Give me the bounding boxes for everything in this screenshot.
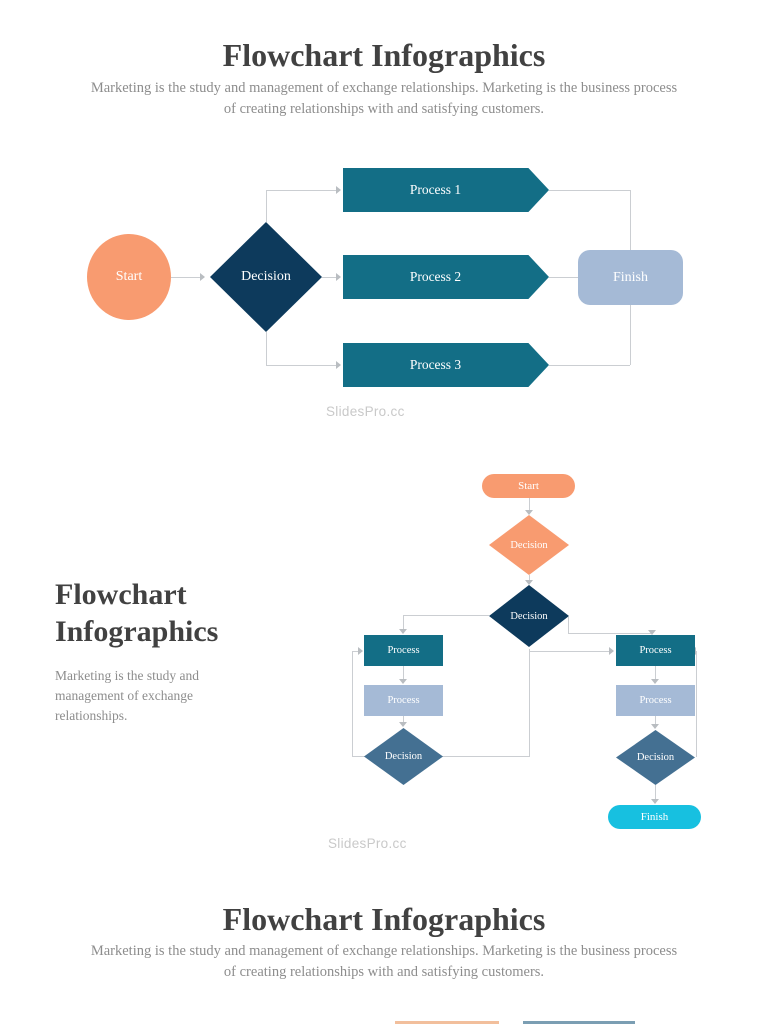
flow2-start-node: Start <box>482 474 575 498</box>
arrowhead-icon <box>651 724 659 729</box>
arrowhead-icon <box>399 679 407 684</box>
connector-line <box>696 651 697 757</box>
connector-line <box>568 633 652 634</box>
connector-line <box>403 666 404 679</box>
flow2-left-process1-node: Process <box>364 635 443 666</box>
bottom-page-subtitle: Marketing is the study and management of… <box>64 941 704 983</box>
connector-line <box>655 716 656 725</box>
bottom-subtitle-line1: Marketing is the study and management of… <box>90 943 678 959</box>
connector-line <box>322 277 336 278</box>
connector-line <box>403 615 489 616</box>
flow2-left-decision-node: Decision <box>364 728 443 785</box>
connector-line <box>529 498 530 511</box>
arrowhead-icon <box>648 630 656 635</box>
flow2-right-decision-node: Decision <box>616 730 695 785</box>
flow2-right-process2-node: Process <box>616 685 695 716</box>
arrowhead-icon <box>336 361 341 369</box>
partial-shape-blue <box>523 1021 635 1024</box>
connector-line <box>442 756 530 757</box>
connector-line <box>352 756 365 757</box>
bottom-page-title: Flowchart Infographics <box>222 901 546 937</box>
heading-line1: Flowchart <box>55 578 187 611</box>
connector-line <box>529 575 530 582</box>
flow1-process2-node: Process 2 <box>343 255 549 299</box>
connector-line <box>529 649 530 756</box>
connector-line <box>549 277 578 278</box>
section-heading: Flowchart Infographics <box>55 576 218 650</box>
arrowhead-icon <box>651 799 659 804</box>
subtitle-line1: Marketing is the study and management of… <box>90 80 678 96</box>
partial-shape-orange <box>395 1021 499 1024</box>
heading-line2: Infographics <box>55 615 219 648</box>
arrowhead-icon <box>336 186 341 194</box>
arrowhead-icon <box>399 629 407 634</box>
connector-line <box>352 651 359 652</box>
arrowhead-icon <box>525 580 533 585</box>
page-subtitle: Marketing is the study and management of… <box>64 78 704 120</box>
connector-line <box>171 277 204 278</box>
arrowhead-icon <box>525 510 533 515</box>
connector-line <box>352 651 353 756</box>
connector-line <box>655 666 656 679</box>
connector-line <box>529 651 610 652</box>
connector-line <box>403 716 404 723</box>
flow2-left-process2-node: Process <box>364 685 443 716</box>
connector-line <box>266 365 337 366</box>
flow2-decision-top-node: Decision <box>489 515 569 575</box>
flow1-finish-node: Finish <box>578 250 683 305</box>
connector-line <box>549 190 630 191</box>
arrowhead-icon <box>336 273 341 281</box>
flow2-finish-node: Finish <box>608 805 701 829</box>
watermark-text: SlidesPro.cc <box>328 836 407 851</box>
connector-line <box>549 365 630 366</box>
flow1-process3-node: Process 3 <box>343 343 549 387</box>
connector-line <box>655 785 656 800</box>
connector-line <box>568 617 569 633</box>
flow1-process1-node: Process 1 <box>343 168 549 212</box>
page-title: Flowchart Infographics <box>222 37 546 73</box>
arrowhead-icon <box>609 647 614 655</box>
connector-line <box>403 615 404 630</box>
section-paragraph: Marketing is the study and management of… <box>55 668 199 723</box>
flow2-right-process1-node: Process <box>616 635 695 666</box>
arrowhead-icon <box>651 679 659 684</box>
flow1-start-node: Start <box>87 234 171 320</box>
arrowhead-icon <box>399 722 407 727</box>
watermark-text: SlidesPro.cc <box>326 404 405 419</box>
subtitle-line2: of creating relationships with and satis… <box>223 101 545 117</box>
flow1-decision-node: Decision <box>210 222 322 332</box>
arrowhead-icon <box>358 647 363 655</box>
connector-line <box>266 332 267 365</box>
connector-line <box>266 190 267 222</box>
flow2-decision-main-node: Decision <box>489 585 569 647</box>
arrowhead-icon <box>200 273 205 281</box>
connector-line <box>266 190 337 191</box>
bottom-subtitle-line2: of creating relationships with and satis… <box>223 964 545 980</box>
